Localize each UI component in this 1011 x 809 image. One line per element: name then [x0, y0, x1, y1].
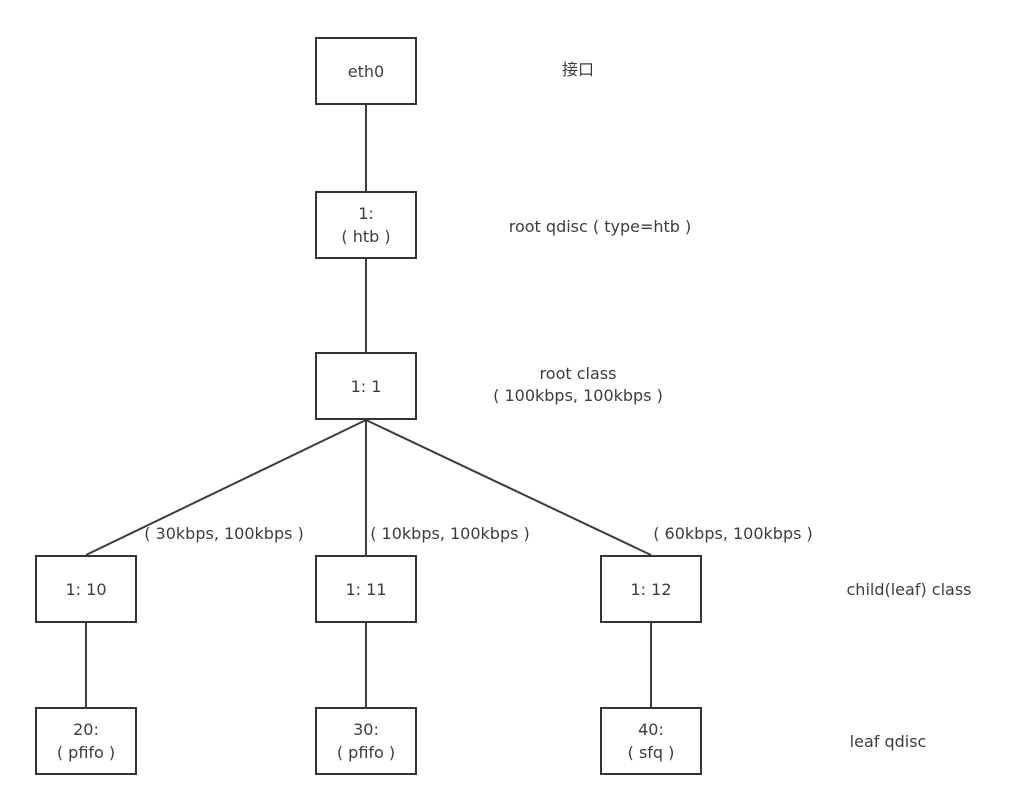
annotation-root-class-rates: ( 100kbps, 100kbps ) [493, 386, 663, 405]
annotation-leaf-qdisc: leaf qdisc [849, 732, 927, 751]
node-eth0: eth0 [315, 37, 417, 105]
node-leaf-qdisc-40: 40: ( sfq ) [600, 707, 702, 775]
node-child-class-12-id: 1: 12 [630, 579, 672, 599]
annotation-child-class: child(leaf) class [846, 580, 972, 599]
node-root-qdisc-id: 1: [358, 204, 374, 223]
edge-root-class-to-child-12 [365, 419, 652, 556]
node-child-class-10-id: 1: 10 [65, 579, 107, 599]
node-leaf-qdisc-20: 20: ( pfifo ) [35, 707, 137, 775]
node-root-qdisc: 1: ( htb ) [315, 191, 417, 259]
node-leaf-qdisc-20-id: 20: [73, 720, 99, 739]
node-root-class-id: 1: 1 [350, 376, 382, 396]
annotation-root-class: root class ( 100kbps, 100kbps ) [493, 363, 663, 407]
node-root-qdisc-type: ( htb ) [341, 227, 391, 246]
edge-label-child-10-rates: ( 30kbps, 100kbps ) [144, 524, 304, 543]
annotation-root-class-title: root class [539, 364, 617, 383]
edge-label-child-12-rates: ( 60kbps, 100kbps ) [653, 524, 813, 543]
node-child-class-11: 1: 11 [315, 555, 417, 623]
edge-label-child-11-rates: ( 10kbps, 100kbps ) [370, 524, 530, 543]
node-root-class: 1: 1 [315, 352, 417, 420]
node-leaf-qdisc-20-type: ( pfifo ) [56, 743, 116, 762]
edge-root-class-to-child-10 [85, 419, 367, 556]
node-leaf-qdisc-30-id: 30: [353, 720, 379, 739]
node-child-class-12: 1: 12 [600, 555, 702, 623]
annotation-interface: 接口 [561, 60, 595, 79]
node-leaf-qdisc-40-id: 40: [638, 720, 664, 739]
node-child-class-10: 1: 10 [35, 555, 137, 623]
node-eth0-label: eth0 [347, 61, 385, 81]
node-leaf-qdisc-30: 30: ( pfifo ) [315, 707, 417, 775]
node-child-class-11-id: 1: 11 [345, 579, 387, 599]
node-leaf-qdisc-40-type: ( sfq ) [627, 743, 675, 762]
annotation-root-qdisc: root qdisc ( type=htb ) [508, 217, 692, 236]
node-leaf-qdisc-30-type: ( pfifo ) [336, 743, 396, 762]
